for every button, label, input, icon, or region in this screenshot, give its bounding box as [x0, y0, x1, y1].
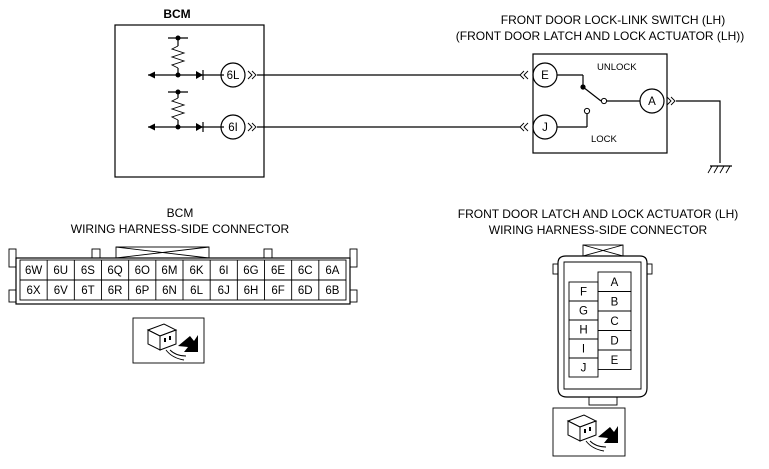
bcm-terminal-6i-label: 6I	[228, 122, 238, 134]
bcm-connector-pin: 6H	[244, 285, 259, 297]
actuator-pin-label: F	[580, 287, 587, 299]
actuator-pin-label: B	[611, 296, 619, 308]
bcm-connector-pin: 6I	[219, 265, 229, 277]
bcm-connector-pin: 6E	[271, 265, 285, 277]
bcm-connector-pin: 6M	[161, 265, 177, 277]
actuator-pin-label: A	[611, 277, 619, 289]
switch-terminal-a-label: A	[648, 96, 656, 108]
actuator-pin-label: H	[579, 325, 587, 337]
lock-label: LOCK	[591, 134, 618, 145]
actuator-connector-title-line1: FRONT DOOR LATCH AND LOCK ACTUATOR (LH)	[458, 207, 738, 221]
bcm-internal-circuit	[148, 35, 224, 132]
bcm-connector-title-line2: WIRING HARNESS-SIDE CONNECTOR	[71, 222, 290, 236]
bcm-connector-pin: 6U	[53, 265, 68, 277]
ground-connector-chevrons	[666, 96, 676, 106]
bcm-title: BCM	[163, 7, 190, 21]
switch-box	[532, 53, 668, 154]
switch-title-line1: FRONT DOOR LOCK-LINK SWITCH (LH)	[501, 13, 725, 27]
bcm-connector-pin: 6K	[190, 265, 204, 277]
switch-title-line2: (FRONT DOOR LATCH AND LOCK ACTUATOR (LH)…	[456, 29, 744, 43]
actuator-pin-label: E	[611, 355, 619, 367]
bcm-connector-pin: 6F	[271, 285, 284, 297]
actuator-pin-label: C	[610, 316, 618, 328]
bcm-terminal-6l	[220, 62, 246, 88]
bcm-connector-pin: 6J	[218, 285, 230, 297]
actuator-pin-cell	[568, 357, 599, 378]
bcm-connector-pin: 6P	[135, 285, 149, 297]
bcm-connector-pin: 6W	[25, 265, 42, 277]
bcm-terminal-6l-label: 6L	[227, 70, 240, 82]
bcm-connector-pin: 6V	[54, 285, 68, 297]
switch-terminal-e-label: E	[541, 70, 549, 82]
bcm-connector-pin: 6L	[190, 285, 203, 297]
bcm-connector-pin: 6T	[81, 285, 94, 297]
switch-internal-circuit	[557, 74, 640, 128]
unlock-label: UNLOCK	[597, 62, 637, 73]
bcm-connector-face: 6W 6U 6S 6Q 6O 6M 6K 6I 6G 6E 6C 6A 6X 6V 6T 6R 6P 6N 6L 6J…	[8, 246, 358, 305]
switch-connector-chevrons	[519, 70, 529, 132]
switch-terminal-j-label: J	[542, 122, 548, 134]
bcm-connector-pin: 6X	[27, 285, 41, 297]
actuator-pin-label: I	[582, 344, 585, 356]
actuator-pin-label: J	[581, 363, 587, 375]
bcm-connector-pin: 6B	[325, 285, 339, 297]
bcm-box	[114, 24, 265, 178]
bcm-connector-pin: 6N	[162, 285, 177, 297]
bcm-connector-pin: 6D	[298, 285, 313, 297]
bcm-terminal-6i	[220, 114, 246, 140]
bcm-connector-chevrons	[247, 70, 257, 132]
actuator-pin-label: D	[610, 335, 618, 347]
bcm-connector-title-line1: BCM	[167, 206, 194, 220]
actuator-pin-label: G	[579, 306, 588, 318]
actuator-plug-view-icon	[552, 407, 626, 457]
bcm-connector-pin: 6S	[81, 265, 95, 277]
bcm-connector-pin: 6R	[108, 285, 123, 297]
ground-icon	[707, 165, 732, 174]
bcm-connector-pin: 6G	[243, 265, 258, 277]
bcm-connector-pin: 6O	[135, 265, 150, 277]
switch-terminal-a	[639, 88, 665, 114]
actuator-connector-title-line2: WIRING HARNESS-SIDE CONNECTOR	[489, 223, 708, 237]
ground-wire	[676, 100, 721, 163]
bcm-connector-pin: 6Q	[107, 265, 122, 277]
bcm-connector-pin: 6C	[298, 265, 313, 277]
harness-plug-view-icon	[132, 317, 205, 364]
bcm-connector-pin: 6A	[325, 265, 339, 277]
